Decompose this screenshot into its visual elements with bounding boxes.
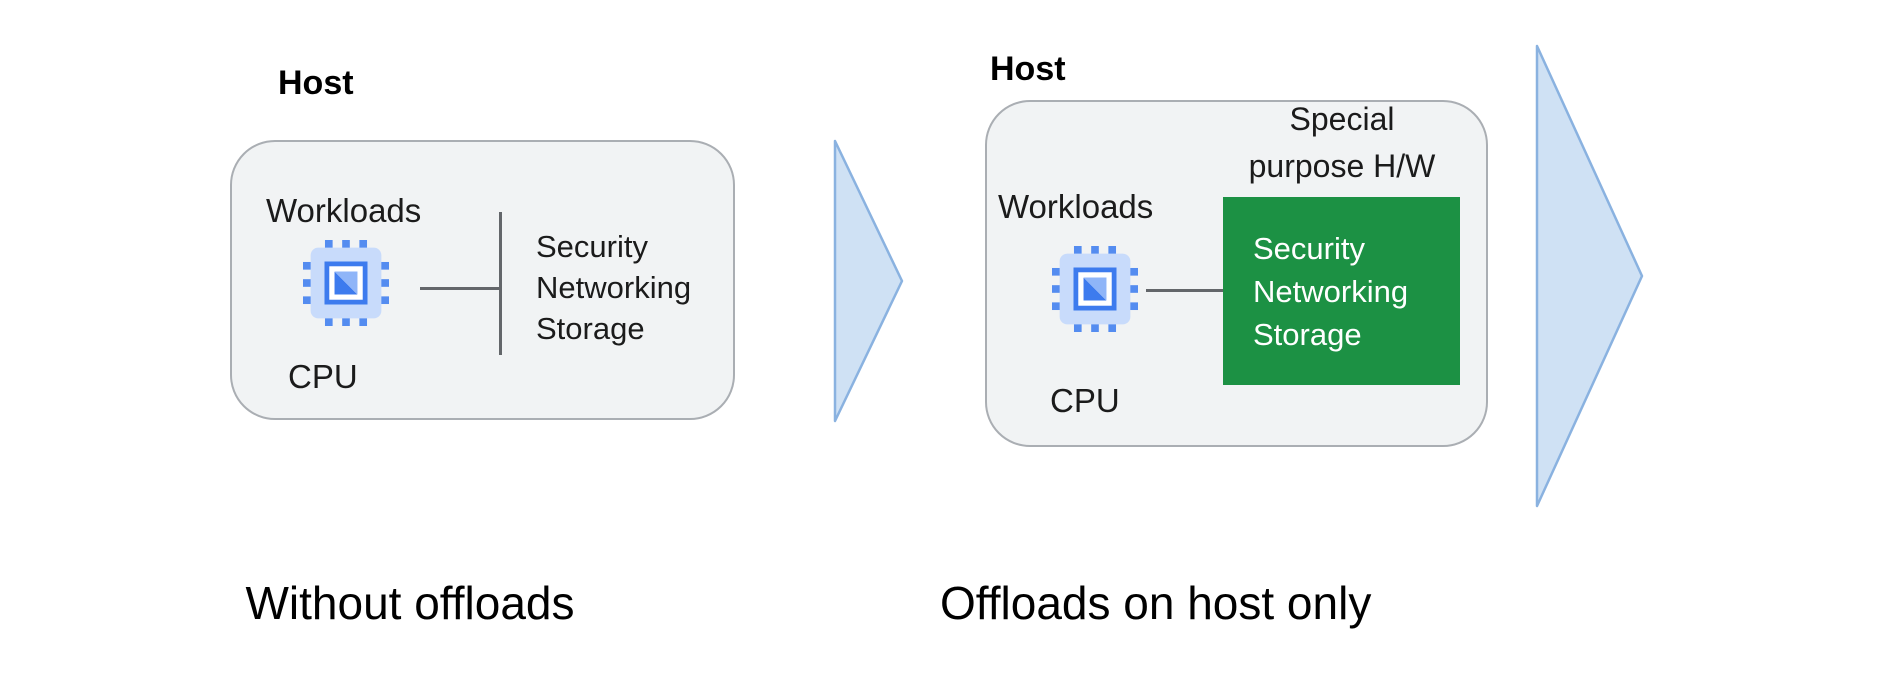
offload-item: Networking bbox=[536, 270, 692, 305]
offload-item: Storage bbox=[1253, 317, 1362, 352]
connector-line-left bbox=[420, 287, 502, 290]
arrow-right-icon bbox=[833, 139, 904, 423]
workloads-label-right: Workloads bbox=[998, 188, 1154, 225]
cpu-chip-icon bbox=[1052, 246, 1138, 332]
cpu-label-left: CPU bbox=[288, 358, 358, 395]
divider-line-left bbox=[499, 212, 502, 355]
cpu-chip-icon bbox=[303, 240, 389, 326]
offloads-list-left: Security Networking Storage bbox=[536, 226, 691, 349]
offload-item: Storage bbox=[536, 311, 645, 346]
workloads-label-left: Workloads bbox=[266, 192, 422, 229]
offloads-list-right: Security Networking Storage bbox=[1223, 197, 1460, 356]
offload-item: Security bbox=[1253, 231, 1365, 266]
host-title-right: Host bbox=[990, 50, 1066, 88]
special-hw-green-box: Security Networking Storage bbox=[1223, 197, 1460, 385]
offload-item: Networking bbox=[1253, 274, 1409, 309]
caption-without-offloads: Without offloads bbox=[245, 577, 575, 629]
caption-offloads-host-only: Offloads on host only bbox=[940, 577, 1372, 629]
connector-line-right bbox=[1146, 289, 1223, 292]
cpu-label-right: CPU bbox=[1050, 382, 1120, 419]
arrow-right-icon bbox=[1535, 44, 1644, 508]
offload-item: Security bbox=[536, 229, 648, 264]
special-purpose-hw-label: Special purpose H/W bbox=[1248, 101, 1436, 184]
host-title-left: Host bbox=[278, 64, 354, 102]
